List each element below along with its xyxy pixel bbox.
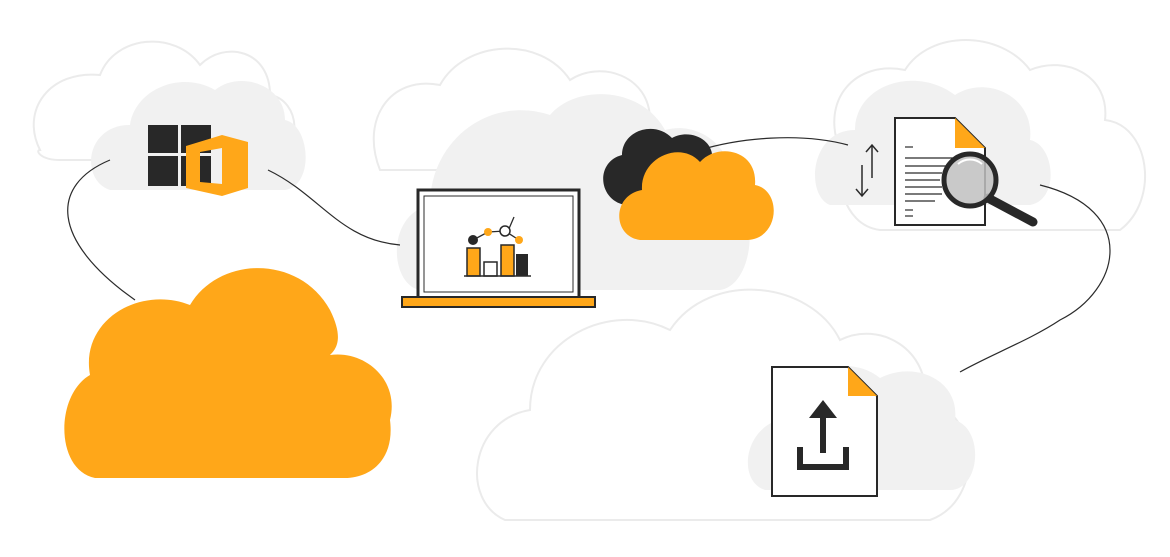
magnifier-icon xyxy=(941,151,1038,227)
windows-pane-1 xyxy=(148,125,178,153)
laptop-screen-inner xyxy=(423,195,574,293)
connector-windows-to-laptop xyxy=(267,169,401,246)
sync-arrow-down xyxy=(855,165,869,198)
file-upload-icon xyxy=(771,366,878,497)
outline-cloud-center xyxy=(372,47,651,171)
trend-point-1 xyxy=(468,235,478,245)
sync-arrows-icon xyxy=(855,143,879,198)
upload-arrow-shaft xyxy=(820,413,826,453)
office-logo-icon xyxy=(186,135,248,196)
magnifier-lens xyxy=(941,151,999,209)
document-text-lines xyxy=(905,146,960,217)
upload-arrow-icon xyxy=(797,400,849,470)
magnifier-handle xyxy=(983,193,1038,227)
chart-bar-3 xyxy=(500,244,515,277)
trend-point-3 xyxy=(499,225,511,237)
chart-bar-1 xyxy=(466,247,481,277)
connector-document-to-upload xyxy=(959,184,1111,373)
upload-tray xyxy=(797,447,849,470)
document-corner-fold xyxy=(955,118,985,148)
chart-trend-line xyxy=(472,230,520,241)
upload-file-corner-fold xyxy=(848,367,877,396)
chart-bar-4 xyxy=(516,254,528,276)
large-orange-cloud-icon xyxy=(64,268,392,478)
office-logo-shape xyxy=(186,135,248,196)
trend-point-2 xyxy=(484,228,492,236)
upload-arrow-head xyxy=(809,400,837,418)
orange-cloud-icon xyxy=(619,151,774,240)
laptop-screen xyxy=(416,188,581,300)
trend-point-4 xyxy=(515,236,523,244)
connector-cloud-to-document xyxy=(699,137,849,151)
document-search-icon xyxy=(855,117,1038,227)
chart-bar-2 xyxy=(483,261,498,277)
windows-pane-3 xyxy=(148,156,178,186)
connector-windows-to-big-cloud xyxy=(67,159,136,301)
laptop-base xyxy=(401,296,596,308)
connector-lines xyxy=(67,137,1111,373)
outline-cloud-right xyxy=(833,39,1147,231)
magnifier-glint xyxy=(957,158,983,165)
sync-arrow-up xyxy=(865,143,879,178)
laptop-analytics-icon xyxy=(401,188,596,308)
